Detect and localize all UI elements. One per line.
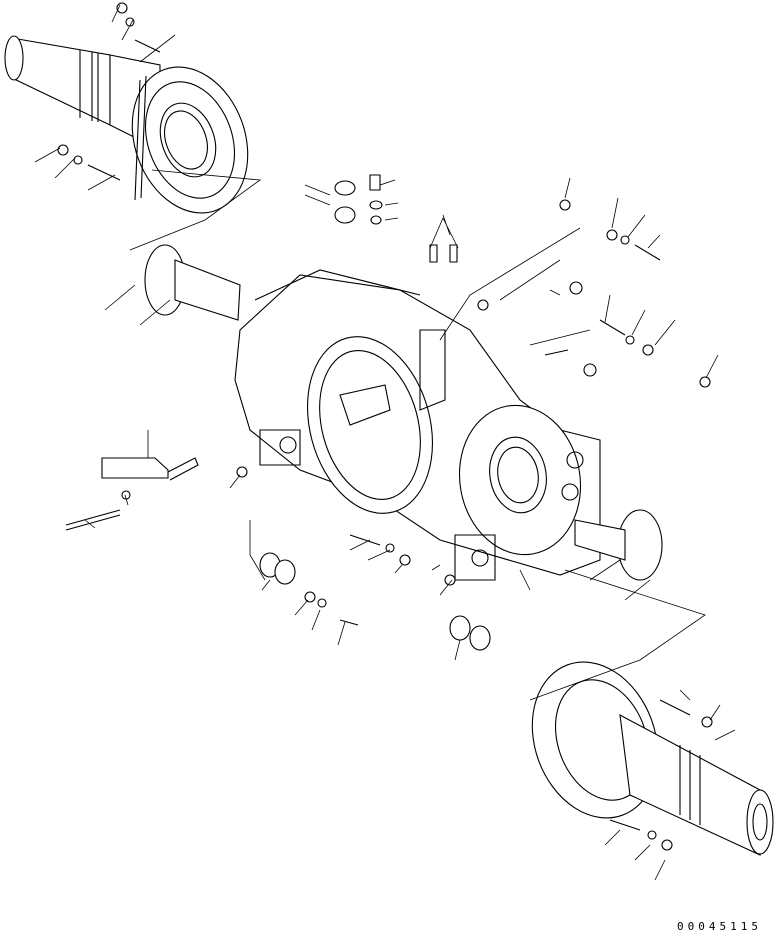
mounting-bracket [101,457,199,481]
center-axle-housing [234,269,601,581]
lower-right-axle-shaft [531,661,774,856]
drawing-code: 00045115 [677,920,762,933]
leader-lines [34,4,736,881]
left-spacer-plate [144,244,241,321]
fasteners [57,2,713,851]
right-spacer-plate [574,509,663,581]
upper-left-axle-shaft [4,35,249,214]
